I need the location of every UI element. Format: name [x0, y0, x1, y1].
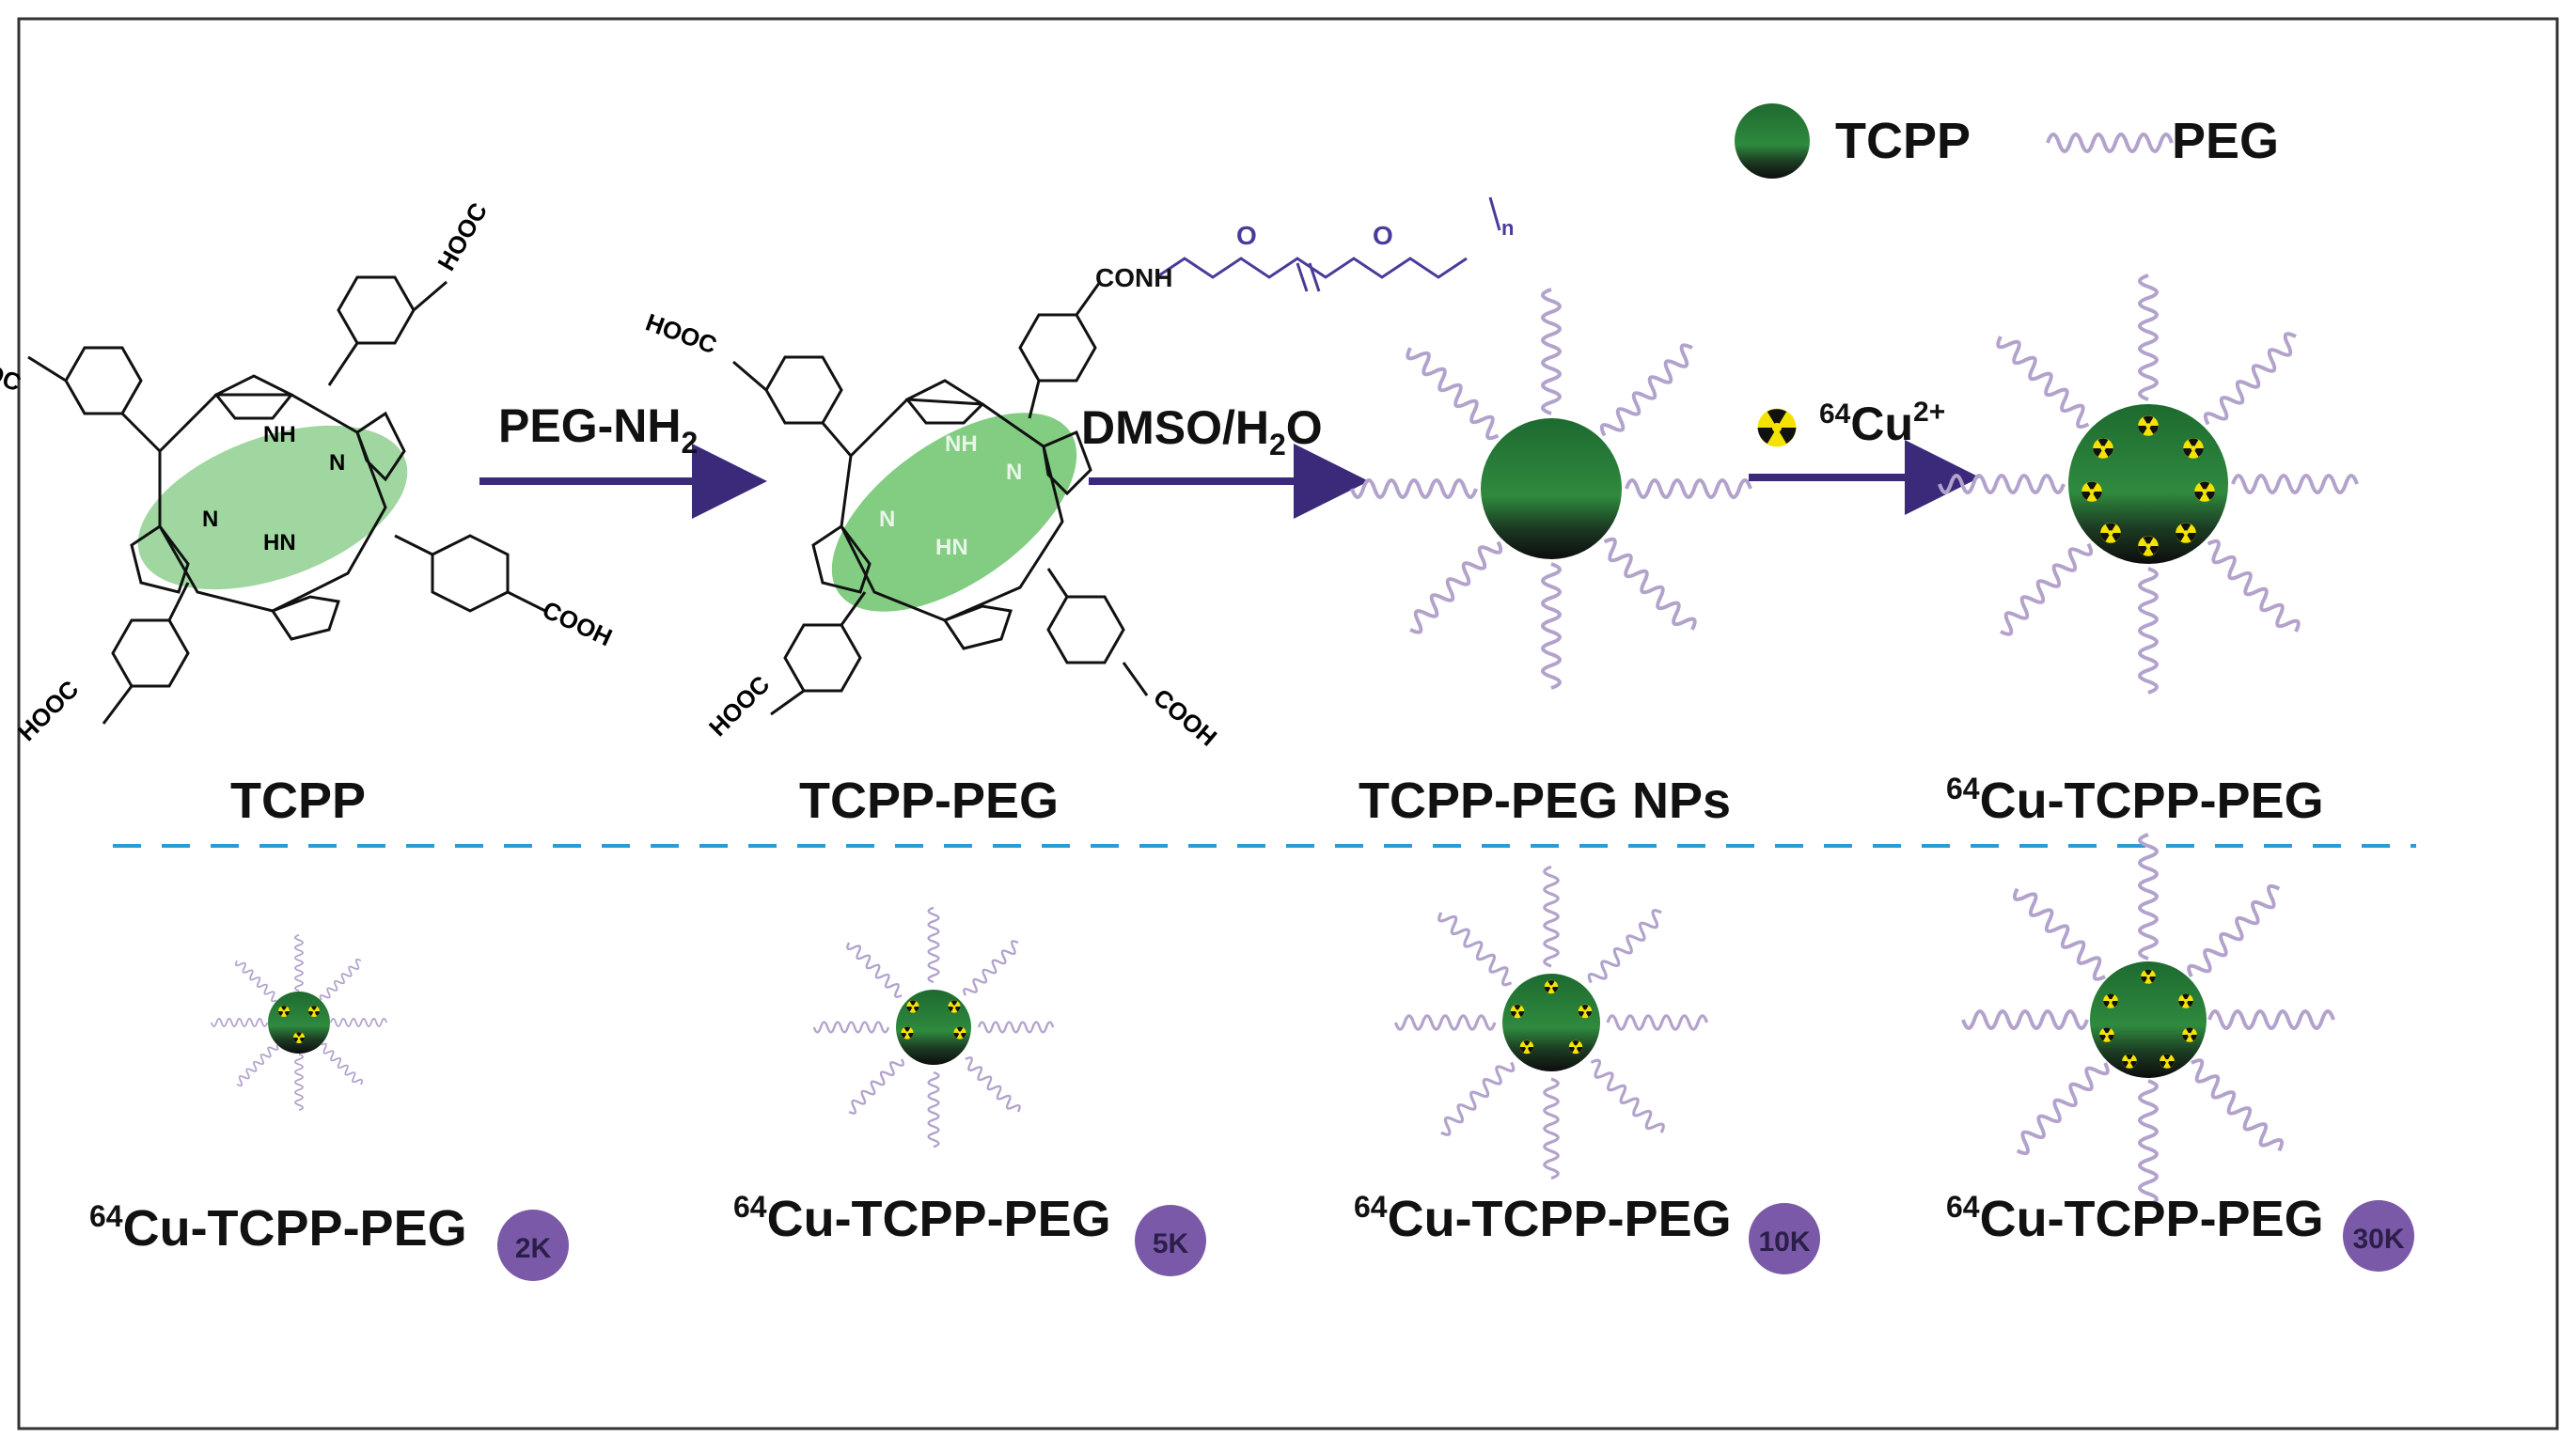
radiation-marker — [1510, 1004, 1525, 1019]
radiation-marker — [2099, 1027, 2114, 1042]
coil-icon — [2046, 133, 2174, 153]
mw-badge-label: 5K — [1153, 1228, 1189, 1259]
tcpp-n-3: N — [202, 507, 218, 532]
np-variant-10k — [1393, 865, 1709, 1180]
legend: TCPP PEG — [1735, 103, 2279, 179]
radiation-marker — [953, 1026, 966, 1039]
radiation-marker — [308, 1006, 320, 1017]
tcpp-peg-n-2: N — [1006, 460, 1022, 485]
variant-label-text: 64Cu-TCPP-PEG — [1946, 1190, 2324, 1247]
radiation-marker — [2182, 1027, 2197, 1042]
tcpp-n-2: N — [329, 450, 345, 476]
radiation-marker — [2160, 1054, 2175, 1069]
porphyrin-core-highlight — [831, 413, 1077, 612]
chain-n: n — [1501, 216, 1514, 240]
np-variant-30k — [1961, 833, 2335, 1207]
radiation-marker — [948, 1000, 961, 1013]
step-2-reagent: DMSO/H2O — [1081, 401, 1323, 461]
radiation-marker — [1544, 979, 1559, 994]
variant-label-2k: 64Cu-TCPP-PEG 2K — [89, 1199, 569, 1281]
variant-label-5k: 64Cu-TCPP-PEG 5K — [733, 1190, 1206, 1276]
tcpp-peg-n-3: N — [879, 507, 895, 532]
porphyrin-core-highlight — [137, 425, 408, 590]
variant-label-30k: 64Cu-TCPP-PEG 30K — [1946, 1190, 2414, 1272]
tcpp-group-2: HOOC — [432, 197, 493, 275]
label-tcpp-peg: TCPP-PEG — [799, 773, 1059, 829]
tcpp-peg-nanoparticle — [1350, 288, 1752, 690]
reaction-step-1: PEG-NH2 — [479, 399, 767, 519]
peg-chain — [1155, 196, 1501, 292]
green-sphere-icon — [1735, 103, 1810, 179]
figure-frame — [17, 17, 2559, 1430]
label-tcpp: TCPP — [230, 773, 366, 829]
radiation-marker — [1568, 1039, 1583, 1055]
radiation-marker — [2178, 993, 2193, 1008]
mw-badge-label: 30K — [2352, 1224, 2404, 1255]
tcpp-peg-group-2: HOOC — [703, 670, 776, 742]
cu-tcpp-peg-nanoparticle — [1938, 273, 2359, 695]
tcpp-hn-4: HN — [263, 530, 296, 555]
tcpp-peg-nh-1: NH — [945, 431, 978, 457]
np-variant-5k — [812, 906, 1055, 1148]
tcpp-group-4: COOH — [538, 595, 616, 651]
tcpp-group-3: HOOC — [12, 675, 85, 747]
legend-tcpp-label: TCPP — [1835, 113, 1971, 169]
radiation-marker — [1519, 1039, 1534, 1055]
reaction-step-3: 64Cu2+ — [1749, 397, 1980, 515]
step-1-reagent: PEG-NH2 — [498, 399, 698, 460]
radiation-marker — [906, 1000, 919, 1013]
tcpp-molecule: HOOC HOOC HOOC COOH NH N N HN — [0, 197, 617, 746]
tcpp-group-1: HOOC — [0, 345, 25, 397]
tcpp-core-sphere — [1481, 418, 1622, 559]
mw-badge — [497, 1210, 569, 1281]
radiation-marker — [2141, 969, 2156, 984]
np-variant-2k — [210, 933, 388, 1112]
label-tcpp-peg-nps: TCPP-PEG NPs — [1359, 773, 1731, 829]
tcpp-core-sphere — [268, 992, 330, 1054]
variant-label-text: 64Cu-TCPP-PEG — [733, 1190, 1111, 1247]
mw-badge-label: 10K — [1758, 1226, 1810, 1258]
tcpp-peg-group-3: COOH — [1148, 683, 1222, 752]
tcpp-nh-1: NH — [263, 422, 296, 447]
radiation-marker — [1578, 1004, 1593, 1019]
variant-label-10k: 64Cu-TCPP-PEG 10K — [1354, 1190, 1820, 1274]
radiation-marker — [293, 1032, 305, 1043]
step-3-reagent: 64Cu2+ — [1819, 397, 1945, 450]
chain-o-2: O — [1373, 221, 1393, 250]
variant-label-text: 64Cu-TCPP-PEG — [89, 1199, 467, 1257]
reaction-step-2: DMSO/H2O — [1081, 401, 1369, 519]
radiation-marker — [2103, 993, 2118, 1008]
legend-peg-label: PEG — [2172, 113, 2279, 169]
tcpp-peg-group-1: HOOC — [642, 307, 721, 359]
label-cu-tcpp-peg: 64Cu-TCPP-PEG — [1946, 772, 2324, 829]
conh-group: CONH — [1095, 263, 1172, 292]
variant-label-text: 64Cu-TCPP-PEG — [1354, 1190, 1732, 1247]
radiation-marker — [901, 1026, 914, 1039]
tcpp-peg-molecule: CONH O O n HOOC HOOC COOH NH N N HN — [642, 196, 1514, 752]
radiation-marker — [278, 1006, 290, 1017]
radiation-marker — [2122, 1054, 2137, 1069]
mw-badge — [1135, 1205, 1206, 1276]
tcpp-core-sphere — [2090, 961, 2207, 1078]
mw-badge-label: 2K — [515, 1233, 552, 1264]
radiation-icon — [1757, 408, 1797, 447]
mw-badge — [2343, 1200, 2414, 1272]
chain-o-1: O — [1236, 221, 1257, 250]
tcpp-peg-hn-4: HN — [935, 535, 968, 560]
mw-badge — [1749, 1203, 1820, 1274]
